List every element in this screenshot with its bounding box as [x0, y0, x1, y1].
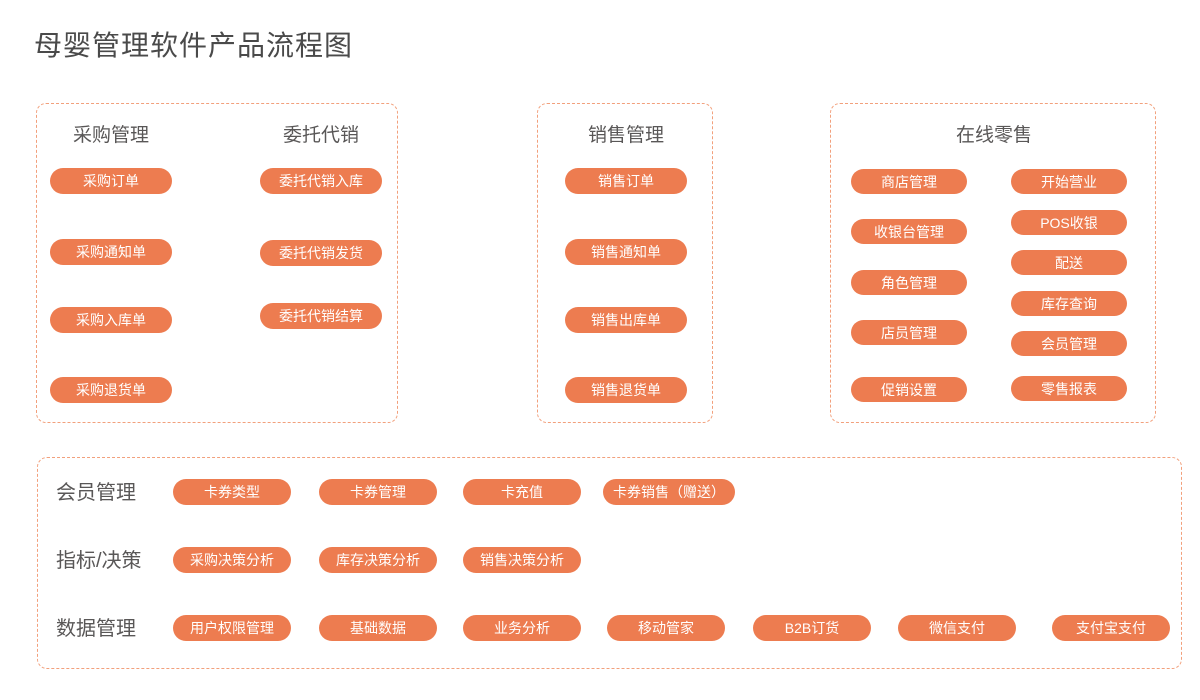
button-member-management[interactable]: 会员管理	[1011, 331, 1127, 356]
button-promotion-settings[interactable]: 促销设置	[851, 377, 967, 402]
label-metrics-decision: 指标/决策	[56, 550, 142, 572]
button-card-type[interactable]: 卡券类型	[173, 479, 291, 505]
heading-sales: 销售管理	[587, 125, 665, 146]
heading-consignment: 委托代销	[282, 125, 360, 146]
button-role-management[interactable]: 角色管理	[851, 270, 967, 295]
page-title: 母婴管理软件产品流程图	[34, 30, 354, 61]
button-clerk-management[interactable]: 店员管理	[851, 320, 967, 345]
button-purchase-notice[interactable]: 采购通知单	[50, 239, 172, 265]
button-purchase-order[interactable]: 采购订单	[50, 168, 172, 194]
panel-purchase-consignment: 采购管理 委托代销 采购订单 采购通知单 采购入库单 采购退货单 委托代销入库 …	[36, 103, 398, 423]
button-alipay-pay[interactable]: 支付宝支付	[1052, 615, 1170, 641]
button-business-analysis[interactable]: 业务分析	[463, 615, 581, 641]
button-inventory-decision-analysis[interactable]: 库存决策分析	[319, 547, 437, 573]
button-inventory-query[interactable]: 库存查询	[1011, 291, 1127, 316]
panel-platform: 会员管理 卡券类型 卡券管理 卡充值 卡券销售（赠送） 指标/决策 采购决策分析…	[37, 457, 1182, 669]
button-wechat-pay[interactable]: 微信支付	[898, 615, 1016, 641]
button-card-recharge[interactable]: 卡充值	[463, 479, 581, 505]
button-consignment-inbound[interactable]: 委托代销入库	[260, 168, 382, 194]
button-consignment-shipping[interactable]: 委托代销发货	[260, 240, 382, 266]
panel-sales: 销售管理 销售订单 销售通知单 销售出库单 销售退货单	[537, 103, 713, 423]
heading-purchase: 采购管理	[72, 125, 150, 146]
label-data-management: 数据管理	[56, 618, 136, 640]
button-store-management[interactable]: 商店管理	[851, 169, 967, 194]
button-mobile-manager[interactable]: 移动管家	[607, 615, 725, 641]
button-cashier-management[interactable]: 收银台管理	[851, 219, 967, 244]
button-purchase-decision-analysis[interactable]: 采购决策分析	[173, 547, 291, 573]
button-retail-reports[interactable]: 零售报表	[1011, 376, 1127, 401]
label-member-management: 会员管理	[56, 482, 136, 504]
button-b2b-ordering[interactable]: B2B订货	[753, 615, 871, 641]
button-consignment-settlement[interactable]: 委托代销结算	[260, 303, 382, 329]
heading-online-retail: 在线零售	[955, 125, 1033, 146]
panel-online-retail: 在线零售 商店管理 收银台管理 角色管理 店员管理 促销设置 开始营业 POS收…	[830, 103, 1156, 423]
button-delivery[interactable]: 配送	[1011, 250, 1127, 275]
button-start-business[interactable]: 开始营业	[1011, 169, 1127, 194]
button-purchase-inbound[interactable]: 采购入库单	[50, 307, 172, 333]
button-sales-order[interactable]: 销售订单	[565, 168, 687, 194]
button-sales-decision-analysis[interactable]: 销售决策分析	[463, 547, 581, 573]
button-sales-outbound[interactable]: 销售出库单	[565, 307, 687, 333]
button-pos-cashier[interactable]: POS收银	[1011, 210, 1127, 235]
button-sales-return[interactable]: 销售退货单	[565, 377, 687, 403]
button-user-permission[interactable]: 用户权限管理	[173, 615, 291, 641]
button-sales-notice[interactable]: 销售通知单	[565, 239, 687, 265]
button-card-sales-gift[interactable]: 卡券销售（赠送）	[603, 479, 735, 505]
button-purchase-return[interactable]: 采购退货单	[50, 377, 172, 403]
button-card-management[interactable]: 卡券管理	[319, 479, 437, 505]
button-basic-data[interactable]: 基础数据	[319, 615, 437, 641]
